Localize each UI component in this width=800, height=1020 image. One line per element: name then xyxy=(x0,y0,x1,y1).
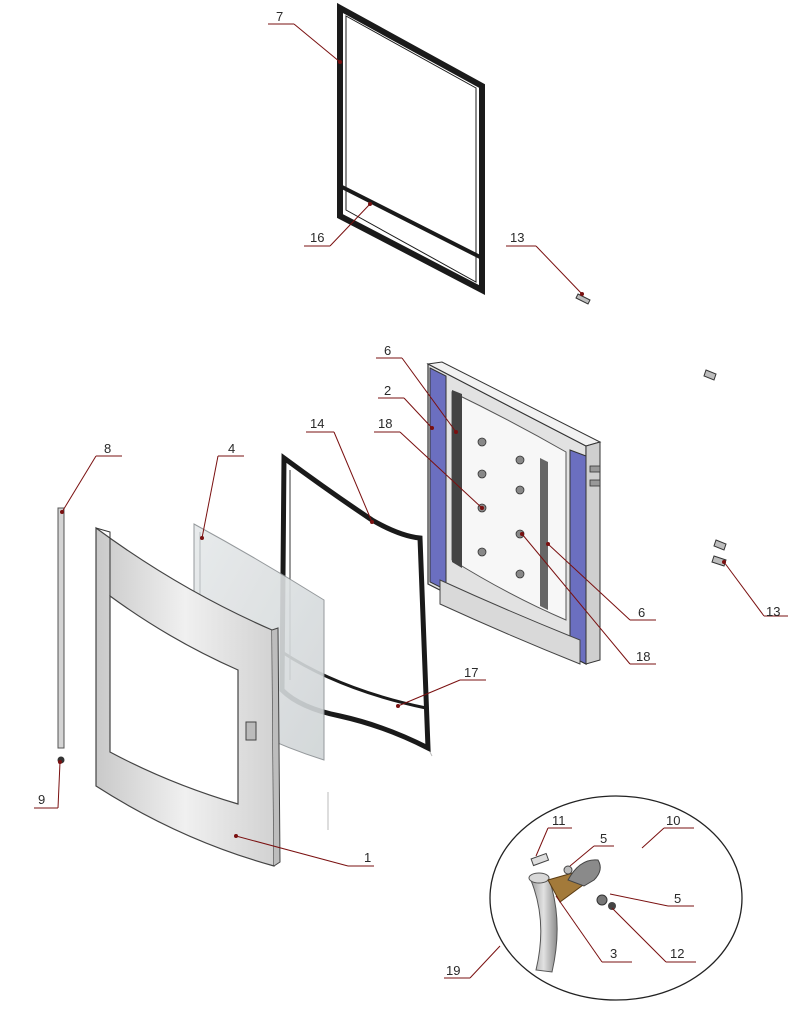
callout-13-top: 13 xyxy=(506,230,584,296)
callout-2: 2 xyxy=(378,383,434,430)
callout-13-bottom: 13 xyxy=(722,560,788,619)
label-6-top: 6 xyxy=(384,343,391,358)
callout-14: 14 xyxy=(306,416,374,524)
callout-9: 9 xyxy=(34,760,62,809)
label-7: 7 xyxy=(276,9,283,24)
label-18-bottom: 18 xyxy=(636,649,650,664)
callout-10: 10 xyxy=(641,813,694,849)
callout-7: 7 xyxy=(268,9,342,64)
front-door xyxy=(95,526,281,867)
label-18-top: 18 xyxy=(378,416,392,431)
callout-1: 1 xyxy=(234,834,374,867)
label-11: 11 xyxy=(552,813,566,828)
callout-8: 8 xyxy=(60,441,122,514)
callout-11: 11 xyxy=(535,813,572,857)
label-14: 14 xyxy=(310,416,324,431)
callout-5-bottom: 5 xyxy=(609,891,694,907)
label-10: 10 xyxy=(666,813,680,828)
label-1: 1 xyxy=(364,850,371,865)
label-2: 2 xyxy=(384,383,391,398)
label-5-bottom: 5 xyxy=(674,891,681,906)
callout-16: 16 xyxy=(304,202,372,247)
label-6-bottom: 6 xyxy=(638,605,645,620)
callout-18-bottom: 18 xyxy=(520,532,656,665)
callout-3: 3 xyxy=(555,895,632,963)
callout-18-top: 18 xyxy=(374,416,484,510)
inner-door-body xyxy=(426,361,602,665)
callout-17: 17 xyxy=(396,665,486,708)
gasket-frame-top xyxy=(337,2,485,295)
label-13-bottom: 13 xyxy=(766,604,780,619)
label-3: 3 xyxy=(610,946,617,961)
label-16: 16 xyxy=(310,230,324,245)
callout-19: 19 xyxy=(444,945,501,979)
handle-detail-callout xyxy=(489,795,743,1001)
callout-4: 4 xyxy=(200,441,244,540)
label-4: 4 xyxy=(228,441,235,456)
callout-12: 12 xyxy=(611,907,696,963)
label-12: 12 xyxy=(670,946,684,961)
label-5-top: 5 xyxy=(600,831,607,846)
label-9: 9 xyxy=(38,792,45,807)
callout-5-top: 5 xyxy=(569,831,614,867)
callout-6-bottom: 6 xyxy=(546,542,656,621)
label-13-top: 13 xyxy=(510,230,524,245)
callout-6-top: 6 xyxy=(376,343,458,434)
screw-set xyxy=(575,293,727,567)
label-19: 19 xyxy=(446,963,460,978)
hinge-rod xyxy=(57,507,65,764)
label-8: 8 xyxy=(104,441,111,456)
label-17: 17 xyxy=(464,665,478,680)
